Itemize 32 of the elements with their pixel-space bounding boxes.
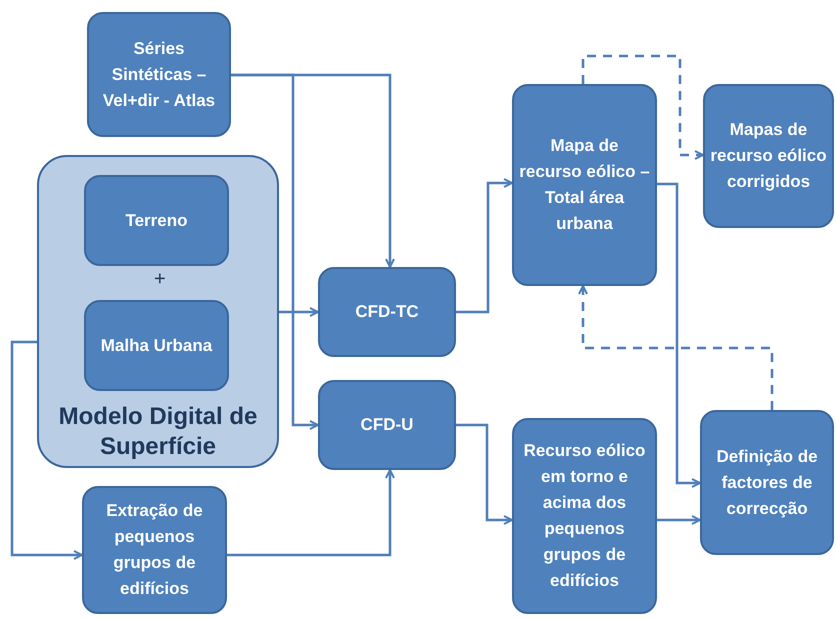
box-label: Mapas de recurso eólico corrigidos (709, 119, 828, 193)
box-label: Definição de factores de correcção (715, 446, 819, 520)
process-box (318, 380, 456, 470)
process-box (318, 267, 456, 357)
arrow (279, 307, 319, 317)
group-heading: Modelo Digital de Superfície (58, 402, 258, 462)
box-label: Malha Urbana (100, 334, 212, 356)
box-label: Terreno (125, 210, 188, 232)
box-label: CFD-TC (355, 301, 419, 323)
process-box (84, 300, 229, 391)
dashed-arrow (578, 285, 774, 410)
process-box (82, 486, 227, 614)
box-label: CFD-U (360, 414, 414, 436)
process-box (512, 84, 657, 286)
process-box (700, 410, 834, 555)
process-box (84, 175, 229, 266)
box-label: Extração de pequenos grupos de edifícios (105, 500, 204, 600)
arrow (456, 178, 513, 314)
process-box (703, 84, 834, 228)
arrow (657, 515, 701, 525)
arrow (227, 469, 395, 556)
box-label: Recurso eólico em torno e acima dos pequenos grupos de edifícios (522, 440, 646, 592)
arrow (231, 74, 319, 430)
arrow (657, 182, 701, 488)
process-box (512, 418, 657, 614)
box-label: Mapa de recurso eólico – Total área urbana (518, 135, 651, 235)
process-box (87, 12, 231, 137)
plus-sign: + (154, 269, 166, 289)
dashed-arrow (582, 54, 704, 160)
group-container (37, 155, 279, 468)
arrow (456, 424, 513, 525)
box-label: Séries Sintéticas – Vel+dir - Atlas (102, 38, 216, 112)
